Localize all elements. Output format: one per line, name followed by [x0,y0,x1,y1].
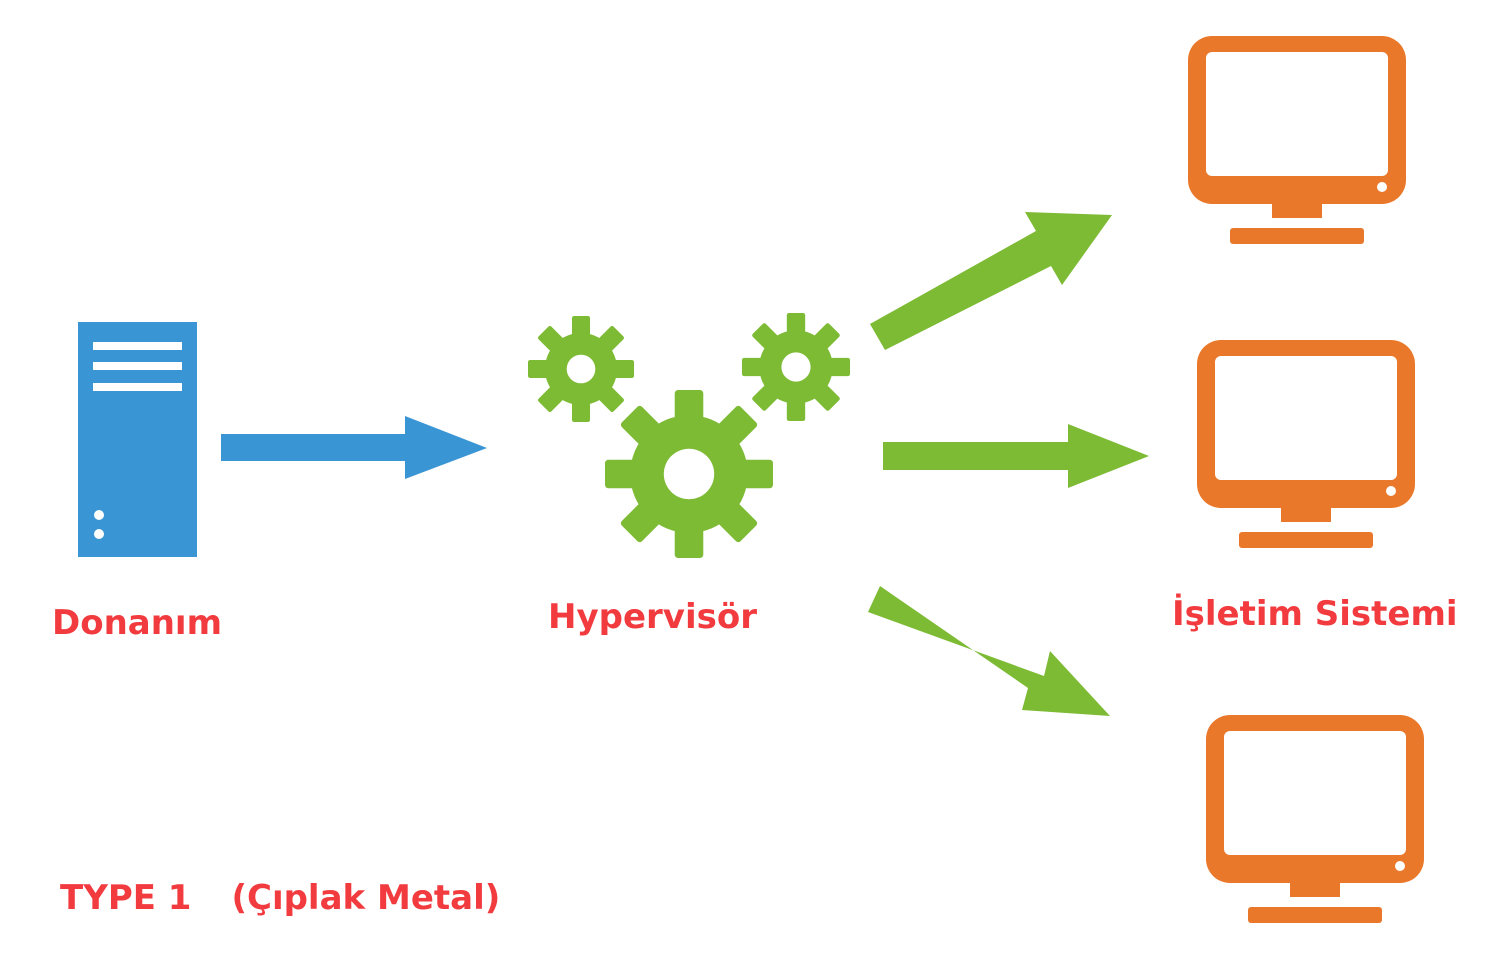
hardware-label: Donanım [52,603,223,643]
hypervisor-label: Hypervisör [548,597,757,637]
monitor-icon [1206,715,1424,923]
monitor-icon [1197,340,1415,548]
arrow-icon [868,212,1149,716]
monitor-icon [1188,36,1406,244]
type-label: TYPE 1 (Çıplak Metal) [60,878,500,918]
type-title: TYPE 1 [60,878,192,918]
os-label: İşletim Sistemi [1172,594,1458,634]
type-subtitle: (Çıplak Metal) [231,878,501,918]
gear-icon [528,313,850,558]
server-icon [78,322,197,557]
arrow-icon [221,416,487,479]
